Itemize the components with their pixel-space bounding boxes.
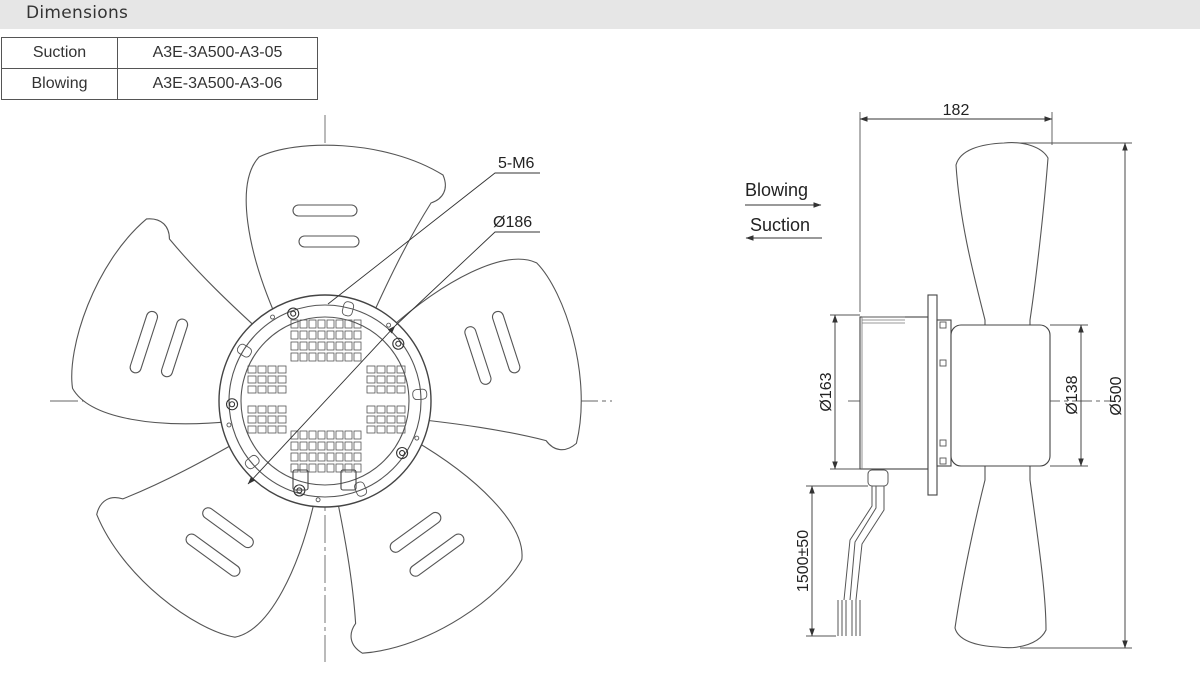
mounting-flange	[927, 294, 938, 496]
rotor-hub	[950, 324, 1051, 467]
side-dimensions	[745, 112, 1132, 649]
dimensions-header: Dimensions	[0, 0, 1200, 29]
cable-length-label: 1500±50	[795, 530, 812, 592]
blade-slots	[129, 204, 521, 577]
impeller-diameter-label: Ø500	[1108, 376, 1125, 415]
mounting-leader	[327, 172, 540, 305]
direction-cell: Blowing	[1, 68, 118, 100]
power-cable	[837, 469, 889, 636]
flange-collar	[936, 319, 952, 467]
fan-blade	[387, 258, 582, 451]
front-view	[50, 115, 612, 662]
impeller-blades	[71, 144, 582, 654]
flow-blowing-label: Blowing	[745, 180, 808, 200]
motor-fins	[862, 316, 905, 324]
table-row: Blowing A3E-3A500-A3-06	[1, 68, 318, 100]
motor-body	[859, 316, 929, 470]
fan-blade	[245, 144, 446, 324]
mounting-label: 5-M6	[498, 155, 535, 172]
part-number-cell: A3E-3A500-A3-05	[117, 37, 318, 69]
section-title: Dimensions	[26, 3, 129, 23]
model-table: Suction A3E-3A500-A3-05 Blowing A3E-3A50…	[1, 37, 318, 100]
motor-diameter-label: Ø163	[818, 372, 835, 411]
bolt-circle-label: Ø186	[493, 214, 532, 231]
bolt-circle-leader	[394, 231, 540, 327]
hub-inner-ring	[240, 316, 410, 486]
table-row: Suction A3E-3A500-A3-05	[1, 37, 318, 69]
fan-blade	[334, 438, 523, 654]
hub-diameter-label: Ø138	[1064, 375, 1081, 414]
fan-blade	[96, 437, 317, 638]
part-number-cell: A3E-3A500-A3-06	[117, 68, 318, 100]
depth-label: 182	[943, 102, 970, 119]
hub-ring	[228, 304, 422, 498]
side-view	[837, 142, 1110, 649]
flow-suction-label: Suction	[750, 215, 810, 235]
bolt-circle-diameter-line	[247, 325, 396, 485]
fan-blade	[71, 218, 266, 425]
